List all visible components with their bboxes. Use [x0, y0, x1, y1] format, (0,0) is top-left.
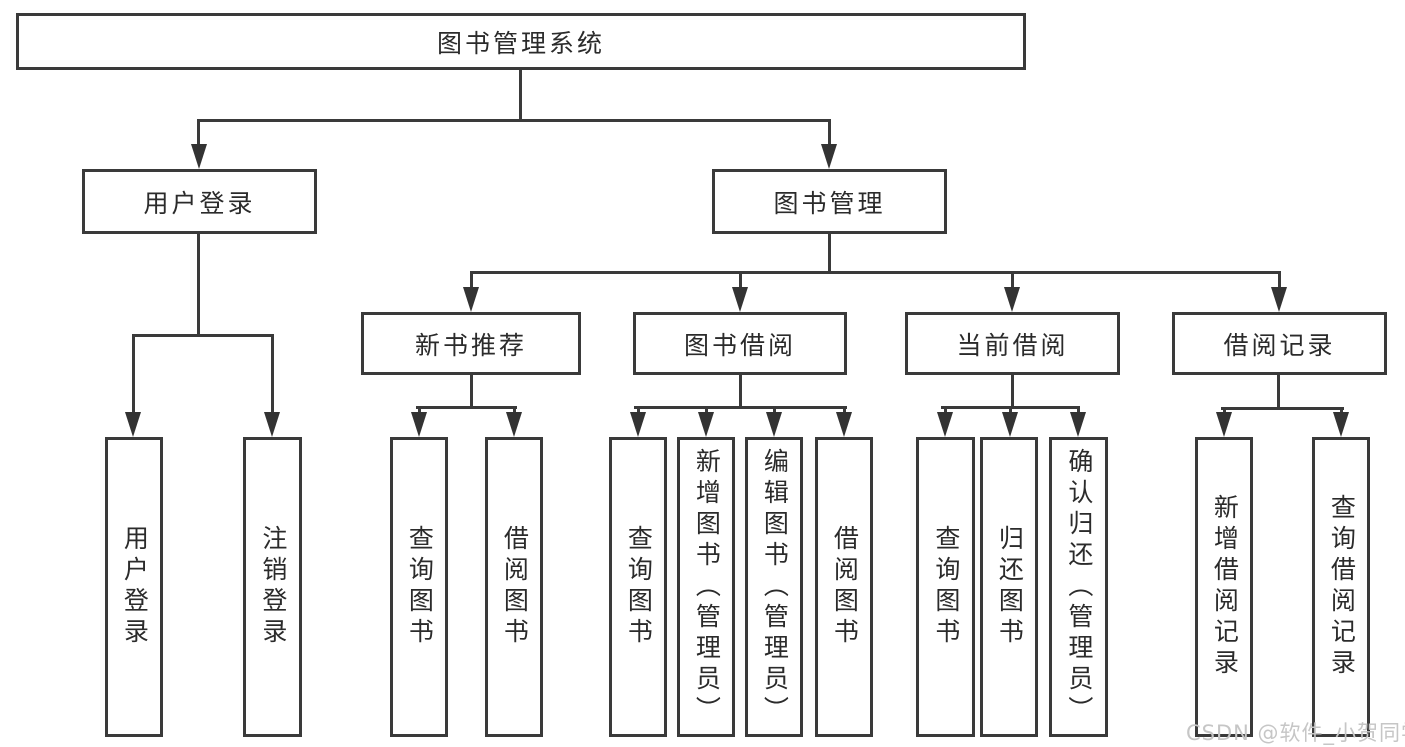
arrowhead [766, 412, 782, 437]
connector-line [470, 271, 1281, 274]
leaf-label: 查询图书 [405, 525, 435, 649]
leaf-query-book-3: 查询图书 [916, 437, 975, 737]
connector-line [1340, 407, 1343, 416]
arrowhead [1002, 412, 1018, 437]
connector-line [470, 375, 473, 409]
arrowhead [1216, 412, 1232, 437]
connector-line [1011, 375, 1014, 409]
arrowhead [630, 412, 646, 437]
node-borrow-record-label: 借阅记录 [1223, 330, 1336, 360]
leaf-borrow-book-2: 借阅图书 [815, 437, 873, 737]
leaf-label: 查询借阅记录 [1327, 494, 1357, 680]
leaf-edit-book-admin: 编辑图书（管理员） [745, 437, 803, 737]
leaf-label: 新增图书（管理员） [692, 447, 722, 727]
node-new-book-rec-label: 新书推荐 [414, 330, 527, 360]
connector-line [739, 271, 742, 289]
connector-line [637, 406, 640, 416]
leaf-query-book-1: 查询图书 [390, 437, 448, 737]
arrowhead [698, 412, 714, 437]
connector-line [132, 334, 274, 337]
connector-line [271, 334, 274, 414]
connector-line [1011, 271, 1014, 289]
connector-line [739, 375, 742, 409]
connector-line [418, 406, 421, 416]
connector-line [944, 406, 947, 416]
connector-line [197, 234, 200, 337]
csdn-watermark: CSDN @软件_小贺同学 [1186, 721, 1405, 745]
connector-line [132, 334, 135, 414]
arrowhead [463, 287, 479, 312]
leaf-add-borrow-record: 新增借阅记录 [1195, 437, 1253, 737]
leaf-label: 新增借阅记录 [1210, 494, 1240, 680]
connector-line [1077, 406, 1080, 416]
node-user-login: 用户登录 [82, 169, 317, 234]
connector-line [843, 406, 846, 416]
connector-line [197, 119, 200, 147]
arrowhead [264, 412, 280, 437]
arrowhead [937, 412, 953, 437]
arrowhead [125, 412, 141, 437]
arrowhead [506, 412, 522, 437]
connector-line [519, 70, 522, 122]
leaf-query-borrow-record: 查询借阅记录 [1312, 437, 1370, 737]
leaf-confirm-return-admin: 确认归还（管理员） [1049, 437, 1108, 737]
leaf-borrow-book-1: 借阅图书 [485, 437, 543, 737]
connector-line [198, 119, 830, 122]
connector-line [1223, 407, 1226, 416]
leaf-label: 注销登录 [258, 525, 288, 649]
leaf-user-login: 用户登录 [105, 437, 163, 737]
arrowhead [411, 412, 427, 437]
arrowhead [191, 144, 207, 169]
node-book-mgmt-label: 图书管理 [773, 188, 886, 218]
leaf-label: 借阅图书 [500, 525, 530, 649]
node-user-login-label: 用户登录 [143, 188, 256, 218]
leaf-logout: 注销登录 [243, 437, 302, 737]
connector-line [1277, 375, 1280, 410]
connector-line [773, 406, 776, 416]
node-book-borrow: 图书借阅 [633, 312, 847, 375]
leaf-label: 归还图书 [995, 525, 1025, 649]
connector-line [470, 271, 473, 289]
leaf-query-book-2: 查询图书 [609, 437, 667, 737]
connector-line [634, 406, 847, 409]
leaf-label: 确认归还（管理员） [1064, 447, 1094, 727]
connector-line [513, 406, 516, 416]
node-borrow-record: 借阅记录 [1172, 312, 1387, 375]
connector-line [828, 234, 831, 274]
connector-line [1009, 406, 1012, 416]
node-root: 图书管理系统 [16, 13, 1026, 70]
arrowhead [1271, 287, 1287, 312]
node-current-borrow: 当前借阅 [905, 312, 1120, 375]
arrowhead [1070, 412, 1086, 437]
leaf-return-book: 归还图书 [980, 437, 1038, 737]
arrowhead [1333, 412, 1349, 437]
connector-line [705, 406, 708, 416]
arrowhead [1004, 287, 1020, 312]
leaf-label: 用户登录 [120, 525, 150, 649]
connector-line [416, 406, 517, 409]
leaf-label: 查询图书 [931, 525, 961, 649]
leaf-add-book-admin: 新增图书（管理员） [677, 437, 735, 737]
node-book-borrow-label: 图书借阅 [683, 330, 796, 360]
connector-line [1221, 407, 1344, 410]
node-root-label: 图书管理系统 [436, 28, 605, 58]
connector-line [1278, 271, 1281, 289]
leaf-label: 借阅图书 [830, 525, 860, 649]
node-book-mgmt: 图书管理 [712, 169, 947, 234]
arrowhead [836, 412, 852, 437]
connector-line [828, 119, 831, 147]
leaf-label: 查询图书 [624, 525, 654, 649]
node-current-borrow-label: 当前借阅 [956, 330, 1069, 360]
node-new-book-rec: 新书推荐 [361, 312, 581, 375]
leaf-label: 编辑图书（管理员） [760, 447, 790, 727]
arrowhead [732, 287, 748, 312]
arrowhead [821, 144, 837, 169]
